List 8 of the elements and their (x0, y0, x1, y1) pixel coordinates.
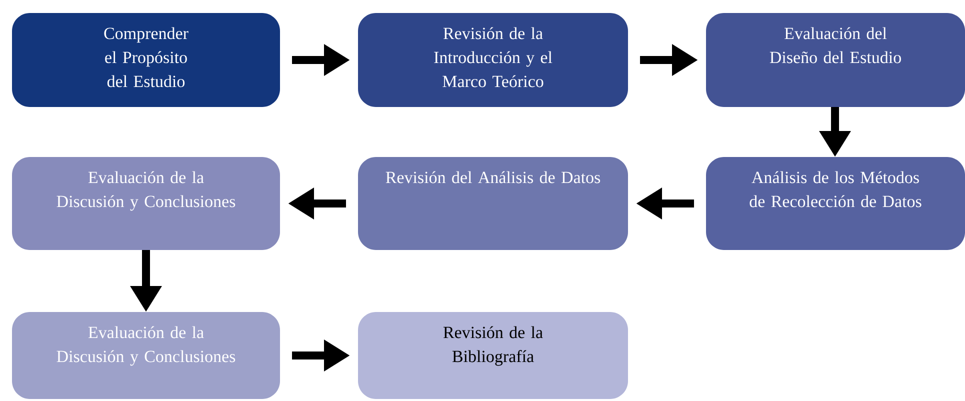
process-box: Evaluación de la Discusión y Conclusiones (12, 312, 280, 399)
process-box: Comprender el Propósito del Estudio (12, 13, 280, 107)
process-box: Revisión del Análisis de Datos (358, 157, 628, 250)
process-box: Evaluación del Diseño del Estudio (706, 13, 965, 107)
process-box: Revisión de la Bibliografía (358, 312, 628, 399)
process-box: Evaluación de la Discusión y Conclusiones (12, 157, 280, 250)
process-box: Análisis de los Métodos de Recolección de Datos (706, 157, 965, 250)
process-box: Revisión de la Introducción y el Marco Teórico (358, 13, 628, 107)
